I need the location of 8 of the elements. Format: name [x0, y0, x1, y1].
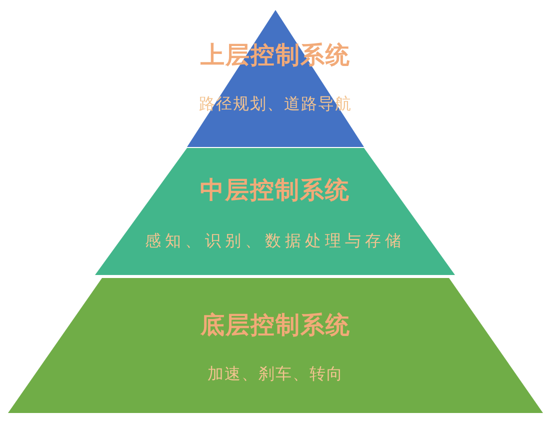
pyramid-tier — [187, 10, 364, 147]
pyramid-tier — [8, 278, 543, 413]
pyramid-tier — [95, 148, 455, 275]
tier-description: 加速、刹车、转向 — [208, 364, 344, 384]
tier-title: 中层控制系统 — [200, 175, 350, 205]
tier-description: 感知、识别、数据处理与存储 — [145, 231, 405, 251]
tier-title: 底层控制系统 — [200, 310, 350, 340]
tier-description: 路径规划、道路导航 — [199, 94, 352, 114]
